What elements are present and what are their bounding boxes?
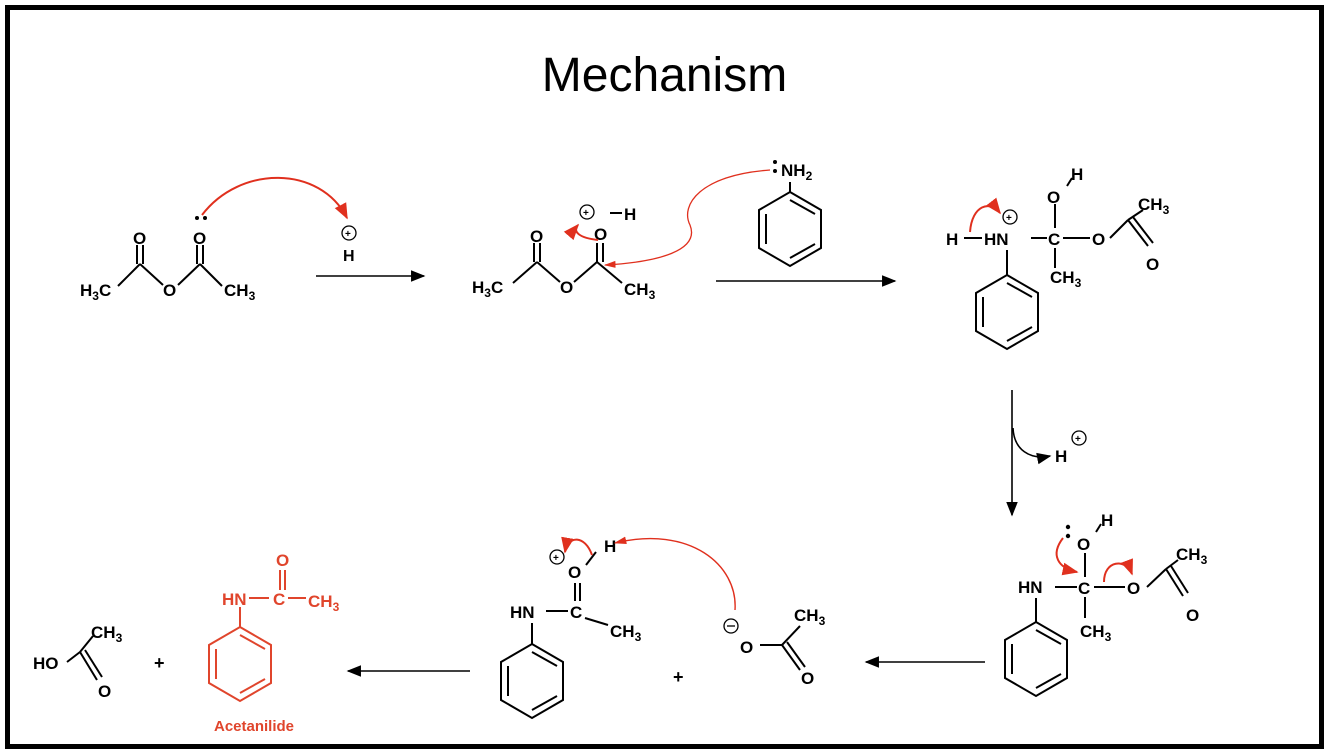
ester-oxygen: O xyxy=(1127,579,1140,598)
ammonium-charge: + xyxy=(1002,209,1018,225)
svg-text:+: + xyxy=(1006,213,1012,224)
proton-charge: + xyxy=(345,229,351,240)
acetyl-ch3: CH3 xyxy=(1138,195,1170,217)
lone-pair xyxy=(773,160,777,173)
carbonyl-oxygen-left: O xyxy=(133,229,146,248)
proton-h: H xyxy=(343,248,355,265)
acetate-charge xyxy=(723,618,739,634)
carbonyl-oxygen: O xyxy=(98,682,111,701)
acetate-ch3: CH3 xyxy=(794,606,826,628)
lone-pair xyxy=(1065,524,1071,539)
benzene-ring xyxy=(208,625,272,703)
acetyl-oxygen: O xyxy=(1146,255,1159,274)
benzene-ring xyxy=(1004,620,1068,698)
benzene-ring xyxy=(975,273,1039,351)
svg-text:+: + xyxy=(583,208,589,219)
ester-oxygen: O xyxy=(1092,230,1105,249)
benzene-ring xyxy=(758,182,822,268)
proton-h: H xyxy=(1055,447,1067,466)
h3c-label: H3C xyxy=(80,281,111,303)
ch3-label: CH3 xyxy=(224,281,256,303)
red-arrow-reform-carbonyl xyxy=(1055,537,1079,576)
red-arrow-acetate-attack xyxy=(613,536,736,611)
hn-label: HN xyxy=(222,590,247,609)
protonated-oxygen: O xyxy=(568,563,581,582)
acetyl-ch3: CH3 xyxy=(1176,545,1208,567)
ch3-bottom: CH3 xyxy=(1050,268,1082,290)
hydroxyl-oxygen: O xyxy=(1047,188,1060,207)
red-arrow-nucleophilic-attack xyxy=(603,169,771,268)
aniline: NH2 xyxy=(758,160,822,268)
lone-pair xyxy=(195,216,207,220)
red-arrow-deprotonation xyxy=(969,197,1001,233)
product-name: Acetanilide xyxy=(214,718,294,735)
hydroxyl-hydrogen: H xyxy=(1101,511,1113,530)
red-arrow-protonation xyxy=(201,176,348,220)
oxygen-hydrogen: H xyxy=(604,537,616,556)
tetrahedral-intermediate-1: H HN C O H O CH3 CH3 O + xyxy=(946,165,1170,351)
central-carbon: C xyxy=(1078,579,1090,598)
acetic-anhydride: H3C O O O CH3 xyxy=(80,216,256,303)
oxonium-charge: + xyxy=(579,204,595,220)
red-arrow-oh-bond xyxy=(561,536,593,556)
carbonyl-oxygen-right: O xyxy=(193,229,206,248)
hn-label: HN xyxy=(510,603,535,622)
acetanilide: HN C CH3 O Acetanilide xyxy=(208,551,340,735)
carbonyl-oxygen: O xyxy=(530,227,543,246)
tetrahedral-intermediate-2: HN C O H O CH3 CH3 O xyxy=(1004,511,1208,698)
hydroxyl-hydrogen: H xyxy=(1071,165,1083,184)
red-arrow-resonance xyxy=(563,223,599,241)
ch3-label: CH3 xyxy=(91,623,123,645)
released-proton: H + xyxy=(1055,430,1087,466)
h3c-label: H3C xyxy=(472,278,503,300)
hn-label: HN xyxy=(984,230,1009,249)
hydroxyl-oxygen: O xyxy=(1077,535,1090,554)
ho-label: HO xyxy=(33,654,59,673)
carbonyl-carbon: C xyxy=(273,590,285,609)
bridging-oxygen: O xyxy=(163,281,176,300)
proton-charge: + xyxy=(1075,434,1081,445)
central-carbon: C xyxy=(1048,230,1060,249)
protonated-oxygen: O xyxy=(594,225,607,244)
oxygen-hydrogen: H xyxy=(624,205,636,224)
red-arrow-leaving-group xyxy=(1103,558,1133,583)
diagram-frame xyxy=(5,5,1324,749)
nh2-label: NH2 xyxy=(781,161,813,183)
proton-loss-arrow xyxy=(1012,427,1052,465)
h-label: H xyxy=(946,230,958,249)
acetyl-oxygen: O xyxy=(1186,606,1199,625)
acetate: O CH3 O xyxy=(723,606,826,688)
plus-sign-2: + xyxy=(154,653,165,673)
proton: + H xyxy=(341,225,357,265)
ch3-label: CH3 xyxy=(308,592,340,614)
hn-label: HN xyxy=(1018,578,1043,597)
ch3-label: CH3 xyxy=(624,280,656,302)
ch3-bottom: CH3 xyxy=(1080,622,1112,644)
acetate-oxygen-minus: O xyxy=(740,638,753,657)
carbonyl-oxygen: O xyxy=(276,551,289,570)
protonated-anhydride: H3C O O O H CH3 + xyxy=(472,204,656,302)
diagram-title: Mechanism xyxy=(541,49,788,102)
acetic-acid: HO CH3 O xyxy=(33,623,123,701)
ch3-label: CH3 xyxy=(610,622,642,644)
protonated-amide: HN C O H CH3 + xyxy=(500,537,642,720)
acetate-oxygen: O xyxy=(801,669,814,688)
bridging-oxygen: O xyxy=(560,278,573,297)
oxonium-charge: + xyxy=(549,549,565,565)
plus-sign-1: + xyxy=(673,667,684,687)
svg-text:+: + xyxy=(553,553,559,564)
carbonyl-carbon: C xyxy=(570,603,582,622)
benzene-ring xyxy=(500,642,564,720)
